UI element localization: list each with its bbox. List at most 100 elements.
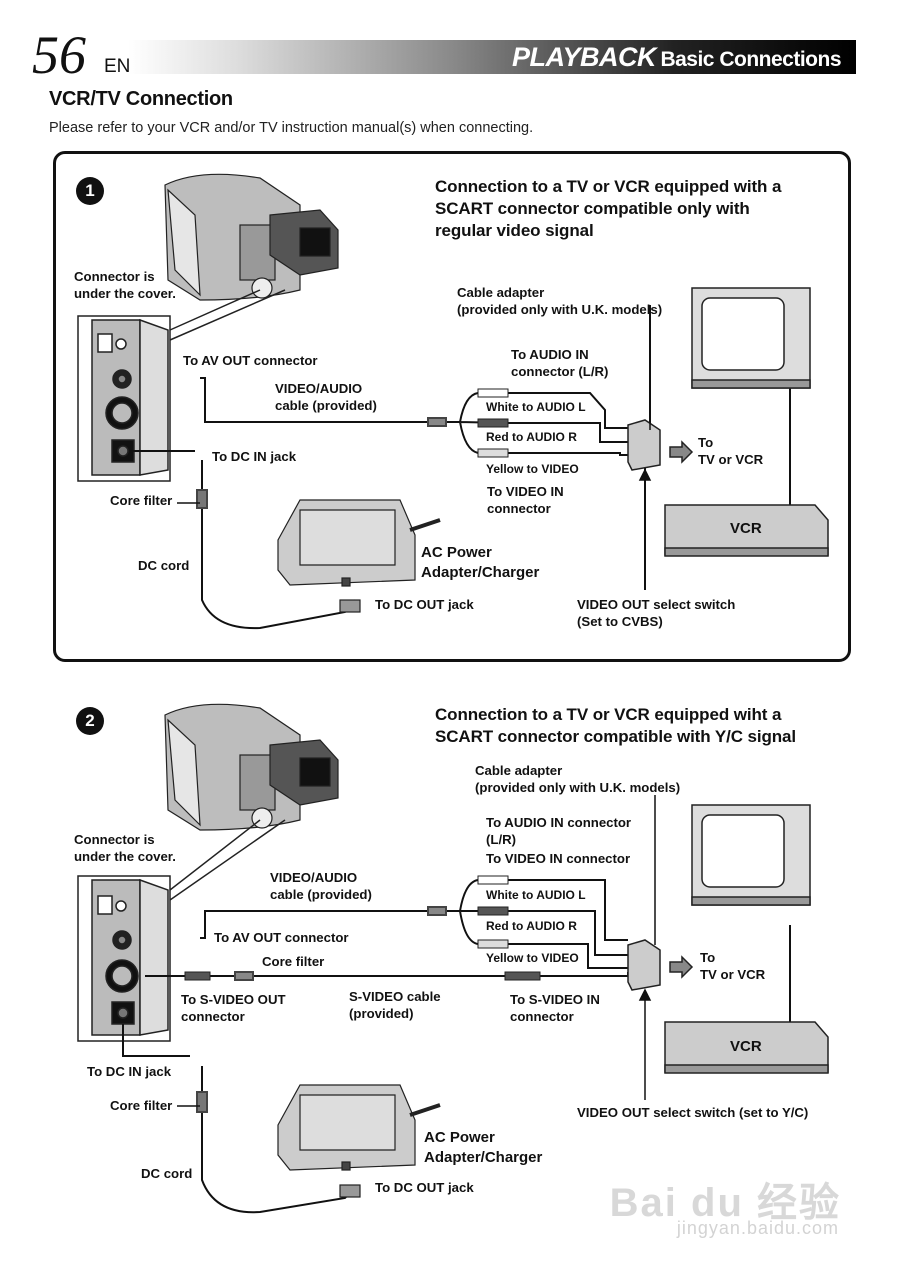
label-dc-out: To DC OUT jack xyxy=(375,597,474,612)
label-line: VIDEO/AUDIO xyxy=(275,381,363,396)
panel1-title-line: Connection to a TV or VCR equipped with … xyxy=(435,177,782,196)
page-language: EN xyxy=(104,56,131,77)
label-red-audio-r-2: Red to AUDIO R xyxy=(486,919,577,933)
label-yellow-video-2: Yellow to VIDEO xyxy=(486,951,579,965)
label-line: cable (provided) xyxy=(275,398,377,413)
label-dc-cord: DC cord xyxy=(138,558,190,573)
label-line: Connector is xyxy=(74,269,155,284)
label-line: Adapter/Charger xyxy=(421,564,540,581)
label-line: AC Power xyxy=(421,544,492,561)
label-line: Cable adapter xyxy=(475,763,563,778)
label-line: VIDEO OUT select switch xyxy=(577,597,736,612)
vcr-illustration-2 xyxy=(664,1021,829,1074)
label-line: connector xyxy=(181,1009,245,1024)
connector-panel-2 xyxy=(77,819,286,1042)
label-connector-cover: Connector is under the cover. xyxy=(74,268,176,302)
label-line: To xyxy=(700,950,716,965)
section-header: PLAYBACK Basic Connections xyxy=(512,40,841,74)
rca-plugs-panel-2 xyxy=(184,875,541,981)
label-line: To AUDIO IN connector xyxy=(486,815,632,830)
page-number: 56 xyxy=(32,25,86,85)
scart-adapter-1 xyxy=(627,419,694,471)
panel1-title-line: SCART connector compatible only with xyxy=(435,199,750,218)
label-av-out: To AV OUT connector xyxy=(183,353,318,368)
label-line: under the cover. xyxy=(74,849,176,864)
label-video-out-switch: VIDEO OUT select switch (Set to CVBS) xyxy=(577,596,735,630)
label-vcr: VCR xyxy=(730,520,762,537)
watermark-url: jingyan.baidu.com xyxy=(676,1218,839,1238)
label-to-tv-vcr-2: To TV or VCR xyxy=(700,949,765,983)
label-line: To S-VIDEO OUT xyxy=(181,992,286,1007)
label-line: connector xyxy=(510,1009,574,1024)
label-svideo-out: To S-VIDEO OUT connector xyxy=(181,991,286,1025)
label-core-filter: Core filter xyxy=(110,493,173,508)
label-dc-cord-2: DC cord xyxy=(141,1166,193,1181)
tv-illustration-2 xyxy=(691,804,811,906)
tv-illustration-1 xyxy=(691,287,811,389)
label-line: (Set to CVBS) xyxy=(577,614,663,629)
label-dc-in: To DC IN jack xyxy=(212,449,297,464)
label-video-out-switch-2: VIDEO OUT select switch (set to Y/C) xyxy=(577,1105,809,1120)
step-number-2: 2 xyxy=(76,707,104,735)
label-line: Cable adapter xyxy=(457,285,545,300)
label-cable-adapter-2: Cable adapter (provided only with U.K. m… xyxy=(475,762,680,796)
section-header-main: PLAYBACK xyxy=(512,42,657,72)
camcorder-illustration-2 xyxy=(164,703,339,831)
label-connector-cover-2: Connector is under the cover. xyxy=(74,831,176,865)
label-ac-power-2: AC Power Adapter/Charger xyxy=(424,1128,542,1168)
label-line: To VIDEO IN xyxy=(487,484,564,499)
rca-plugs-panel-1 xyxy=(477,388,509,458)
label-audio-in: To AUDIO IN connector (L/R) xyxy=(511,346,608,380)
label-dc-in-2: To DC IN jack xyxy=(87,1064,172,1079)
panel2-title-line: SCART connector compatible with Y/C sign… xyxy=(435,727,797,746)
header-gradient-bar xyxy=(128,40,856,74)
label-dc-out-2: To DC OUT jack xyxy=(375,1180,474,1195)
arrows-panel-2 xyxy=(177,795,656,1107)
label-svideo-cable: S-VIDEO cable (provided) xyxy=(349,988,441,1022)
label-svideo-in: To S-VIDEO IN connector xyxy=(510,991,600,1025)
label-line: Connector is xyxy=(74,832,155,847)
label-white-audio-l-2: White to AUDIO L xyxy=(486,888,586,902)
connector-panel-1 xyxy=(77,289,286,482)
label-video-in: To VIDEO IN connector xyxy=(487,483,564,517)
label-line: (provided only with U.K. models) xyxy=(475,780,681,795)
label-audio-in-2: To AUDIO IN connector (L/R) xyxy=(486,814,631,848)
vcr-illustration-1 xyxy=(664,504,829,557)
panel2-title-line: Connection to a TV or VCR equipped wiht … xyxy=(435,705,782,724)
section-title: VCR/TV Connection xyxy=(49,88,233,110)
label-line: To AUDIO IN xyxy=(511,347,589,362)
label-line: cable (provided) xyxy=(270,887,372,902)
label-white-audio-l: White to AUDIO L xyxy=(486,400,586,414)
label-line: connector (L/R) xyxy=(511,364,609,379)
intro-text: Please refer to your VCR and/or TV instr… xyxy=(49,120,534,136)
label-line: connector xyxy=(487,501,551,516)
label-video-audio-cable: VIDEO/AUDIO cable (provided) xyxy=(275,380,377,414)
label-yellow-video: Yellow to VIDEO xyxy=(486,462,579,476)
label-video-audio-cable-2: VIDEO/AUDIO cable (provided) xyxy=(270,869,372,903)
panel2-title: Connection to a TV or VCR equipped wiht … xyxy=(435,704,796,748)
label-to-tv-vcr: To TV or VCR xyxy=(698,434,763,468)
label-line: under the cover. xyxy=(74,286,176,301)
label-line: TV or VCR xyxy=(698,452,764,467)
arrows-panel-1 xyxy=(177,305,652,590)
camcorder-illustration-1 xyxy=(164,173,339,301)
label-line: Adapter/Charger xyxy=(424,1149,543,1166)
step-number-1: 1 xyxy=(76,177,104,205)
label-line: VIDEO/AUDIO xyxy=(270,870,358,885)
watermark-brand: Bai du 经验 xyxy=(609,1181,841,1225)
label-cable-adapter: Cable adapter (provided only with U.K. m… xyxy=(457,284,662,318)
label-video-in-2: To VIDEO IN connector xyxy=(486,851,631,866)
label-core-filter-top-2: Core filter xyxy=(262,954,325,969)
ac-adapter-2 xyxy=(277,1084,441,1198)
label-line: S-VIDEO cable xyxy=(349,989,441,1004)
label-line: To S-VIDEO IN xyxy=(510,992,600,1007)
panel1-title-line: regular video signal xyxy=(435,221,594,240)
panel1-title: Connection to a TV or VCR equipped with … xyxy=(435,176,781,242)
label-core-filter-2: Core filter xyxy=(110,1098,173,1113)
section-header-sub: Basic Connections xyxy=(660,48,841,71)
ac-adapter-1 xyxy=(277,499,441,613)
label-line: (provided only with U.K. models) xyxy=(457,302,663,317)
label-vcr-2: VCR xyxy=(730,1038,762,1055)
label-line: AC Power xyxy=(424,1129,495,1146)
